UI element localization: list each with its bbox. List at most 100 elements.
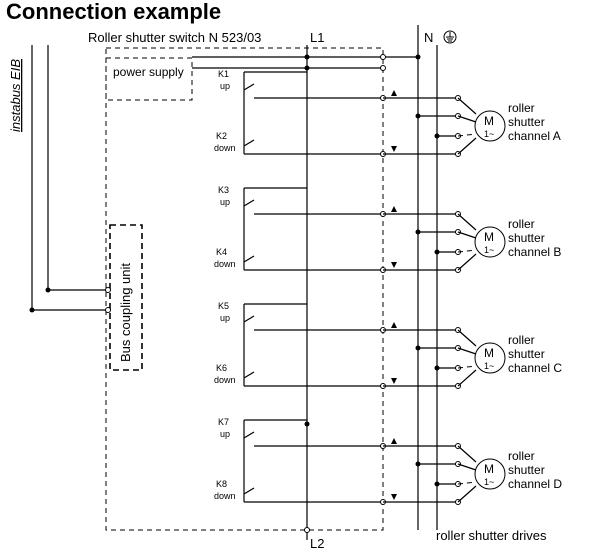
junction-dot: [434, 133, 440, 139]
motor-symbol: M: [484, 462, 494, 476]
switch-contact: [243, 139, 255, 147]
motor-lead: [457, 347, 477, 355]
motor-lead: [457, 97, 477, 115]
switch-contact: [243, 315, 255, 323]
relay-up-id: K5: [218, 301, 229, 311]
motor-lead: [457, 369, 477, 387]
motor-icon: [474, 226, 506, 258]
relay-down-text: down: [214, 143, 236, 153]
junction-dot: [434, 249, 440, 255]
power-supply-label: power supply: [113, 65, 184, 79]
motor-lead: [457, 253, 477, 271]
earth-icon: [443, 30, 457, 44]
channel-label: shutter: [508, 463, 545, 477]
bus-coupling-box: [109, 224, 143, 371]
up-arrow-icon: [391, 438, 397, 444]
l1-label: L1: [310, 30, 324, 45]
relay-up-id: K1: [218, 69, 229, 79]
relay-down-text: down: [214, 259, 236, 269]
down-arrow-icon: [391, 494, 397, 500]
device-label: Roller shutter switch N 523/03: [88, 30, 261, 45]
relay-down-id: K6: [216, 363, 227, 373]
channel-label: shutter: [508, 115, 545, 129]
down-arrow-icon: [391, 378, 397, 384]
diagram-title: Connection example: [6, 0, 221, 24]
terminal: [380, 65, 386, 71]
motor-lead: [457, 213, 477, 231]
down-arrow-icon: [391, 262, 397, 268]
bus-coupling-label: Bus coupling unit: [118, 263, 133, 362]
device-boundary: [105, 47, 384, 531]
n-label: N: [424, 30, 433, 45]
junction-dot: [45, 287, 51, 293]
motor-phase: 1~: [484, 361, 494, 371]
relay-up-text: up: [220, 429, 230, 439]
power-supply-box: [105, 57, 193, 101]
relay-down-id: K8: [216, 479, 227, 489]
terminal: [105, 307, 111, 313]
up-arrow-icon: [391, 322, 397, 328]
motor-phase: 1~: [484, 477, 494, 487]
switch-contact: [243, 487, 255, 495]
motor-lead: [457, 445, 477, 463]
motor-icon: [474, 458, 506, 490]
motor-lead: [457, 463, 477, 471]
channel-label: channel B: [508, 245, 561, 259]
down-arrow-icon: [391, 146, 397, 152]
motor-lead: [457, 115, 477, 123]
motor-icon: [474, 342, 506, 374]
relay-up-id: K3: [218, 185, 229, 195]
junction-dot: [415, 113, 421, 119]
switch-contact: [243, 371, 255, 379]
relay-up-id: K7: [218, 417, 229, 427]
switch-contact: [243, 431, 255, 439]
channel-label: shutter: [508, 347, 545, 361]
channel-label: shutter: [508, 231, 545, 245]
switch-contact: [243, 255, 255, 263]
motor-symbol: M: [484, 114, 494, 128]
motor-lead: [457, 485, 477, 503]
motor-phase: 1~: [484, 245, 494, 255]
channel-label: roller: [508, 101, 535, 115]
junction-dot: [415, 345, 421, 351]
motor-lead: [457, 231, 477, 239]
junction-dot: [304, 421, 310, 427]
junction-dot: [415, 461, 421, 467]
drives-label: roller shutter drives: [436, 528, 547, 543]
pe-lead: [457, 481, 477, 485]
channel-label: roller: [508, 449, 535, 463]
pe-lead: [457, 133, 477, 137]
channel-label: channel A: [508, 129, 561, 143]
pe-lead: [457, 365, 477, 369]
channel-label: channel C: [508, 361, 562, 375]
motor-symbol: M: [484, 230, 494, 244]
bus-label: instabus EIB: [8, 59, 23, 132]
motor-symbol: M: [484, 346, 494, 360]
l2-label: L2: [310, 536, 324, 551]
relay-down-text: down: [214, 375, 236, 385]
motor-lead: [457, 137, 477, 155]
switch-contact: [243, 199, 255, 207]
junction-dot: [415, 229, 421, 235]
motor-phase: 1~: [484, 129, 494, 139]
channel-label: roller: [508, 217, 535, 231]
channel-label: roller: [508, 333, 535, 347]
junction-dot: [434, 365, 440, 371]
junction-dot: [434, 481, 440, 487]
relay-down-text: down: [214, 491, 236, 501]
motor-lead: [457, 329, 477, 347]
channel-label: channel D: [508, 477, 562, 491]
relay-up-text: up: [220, 81, 230, 91]
relay-up-text: up: [220, 313, 230, 323]
terminal: [105, 287, 111, 293]
junction-dot: [415, 54, 421, 60]
relay-up-text: up: [220, 197, 230, 207]
motor-icon: [474, 110, 506, 142]
up-arrow-icon: [391, 206, 397, 212]
relay-down-id: K4: [216, 247, 227, 257]
up-arrow-icon: [391, 90, 397, 96]
switch-contact: [243, 83, 255, 91]
terminal: [304, 527, 310, 533]
